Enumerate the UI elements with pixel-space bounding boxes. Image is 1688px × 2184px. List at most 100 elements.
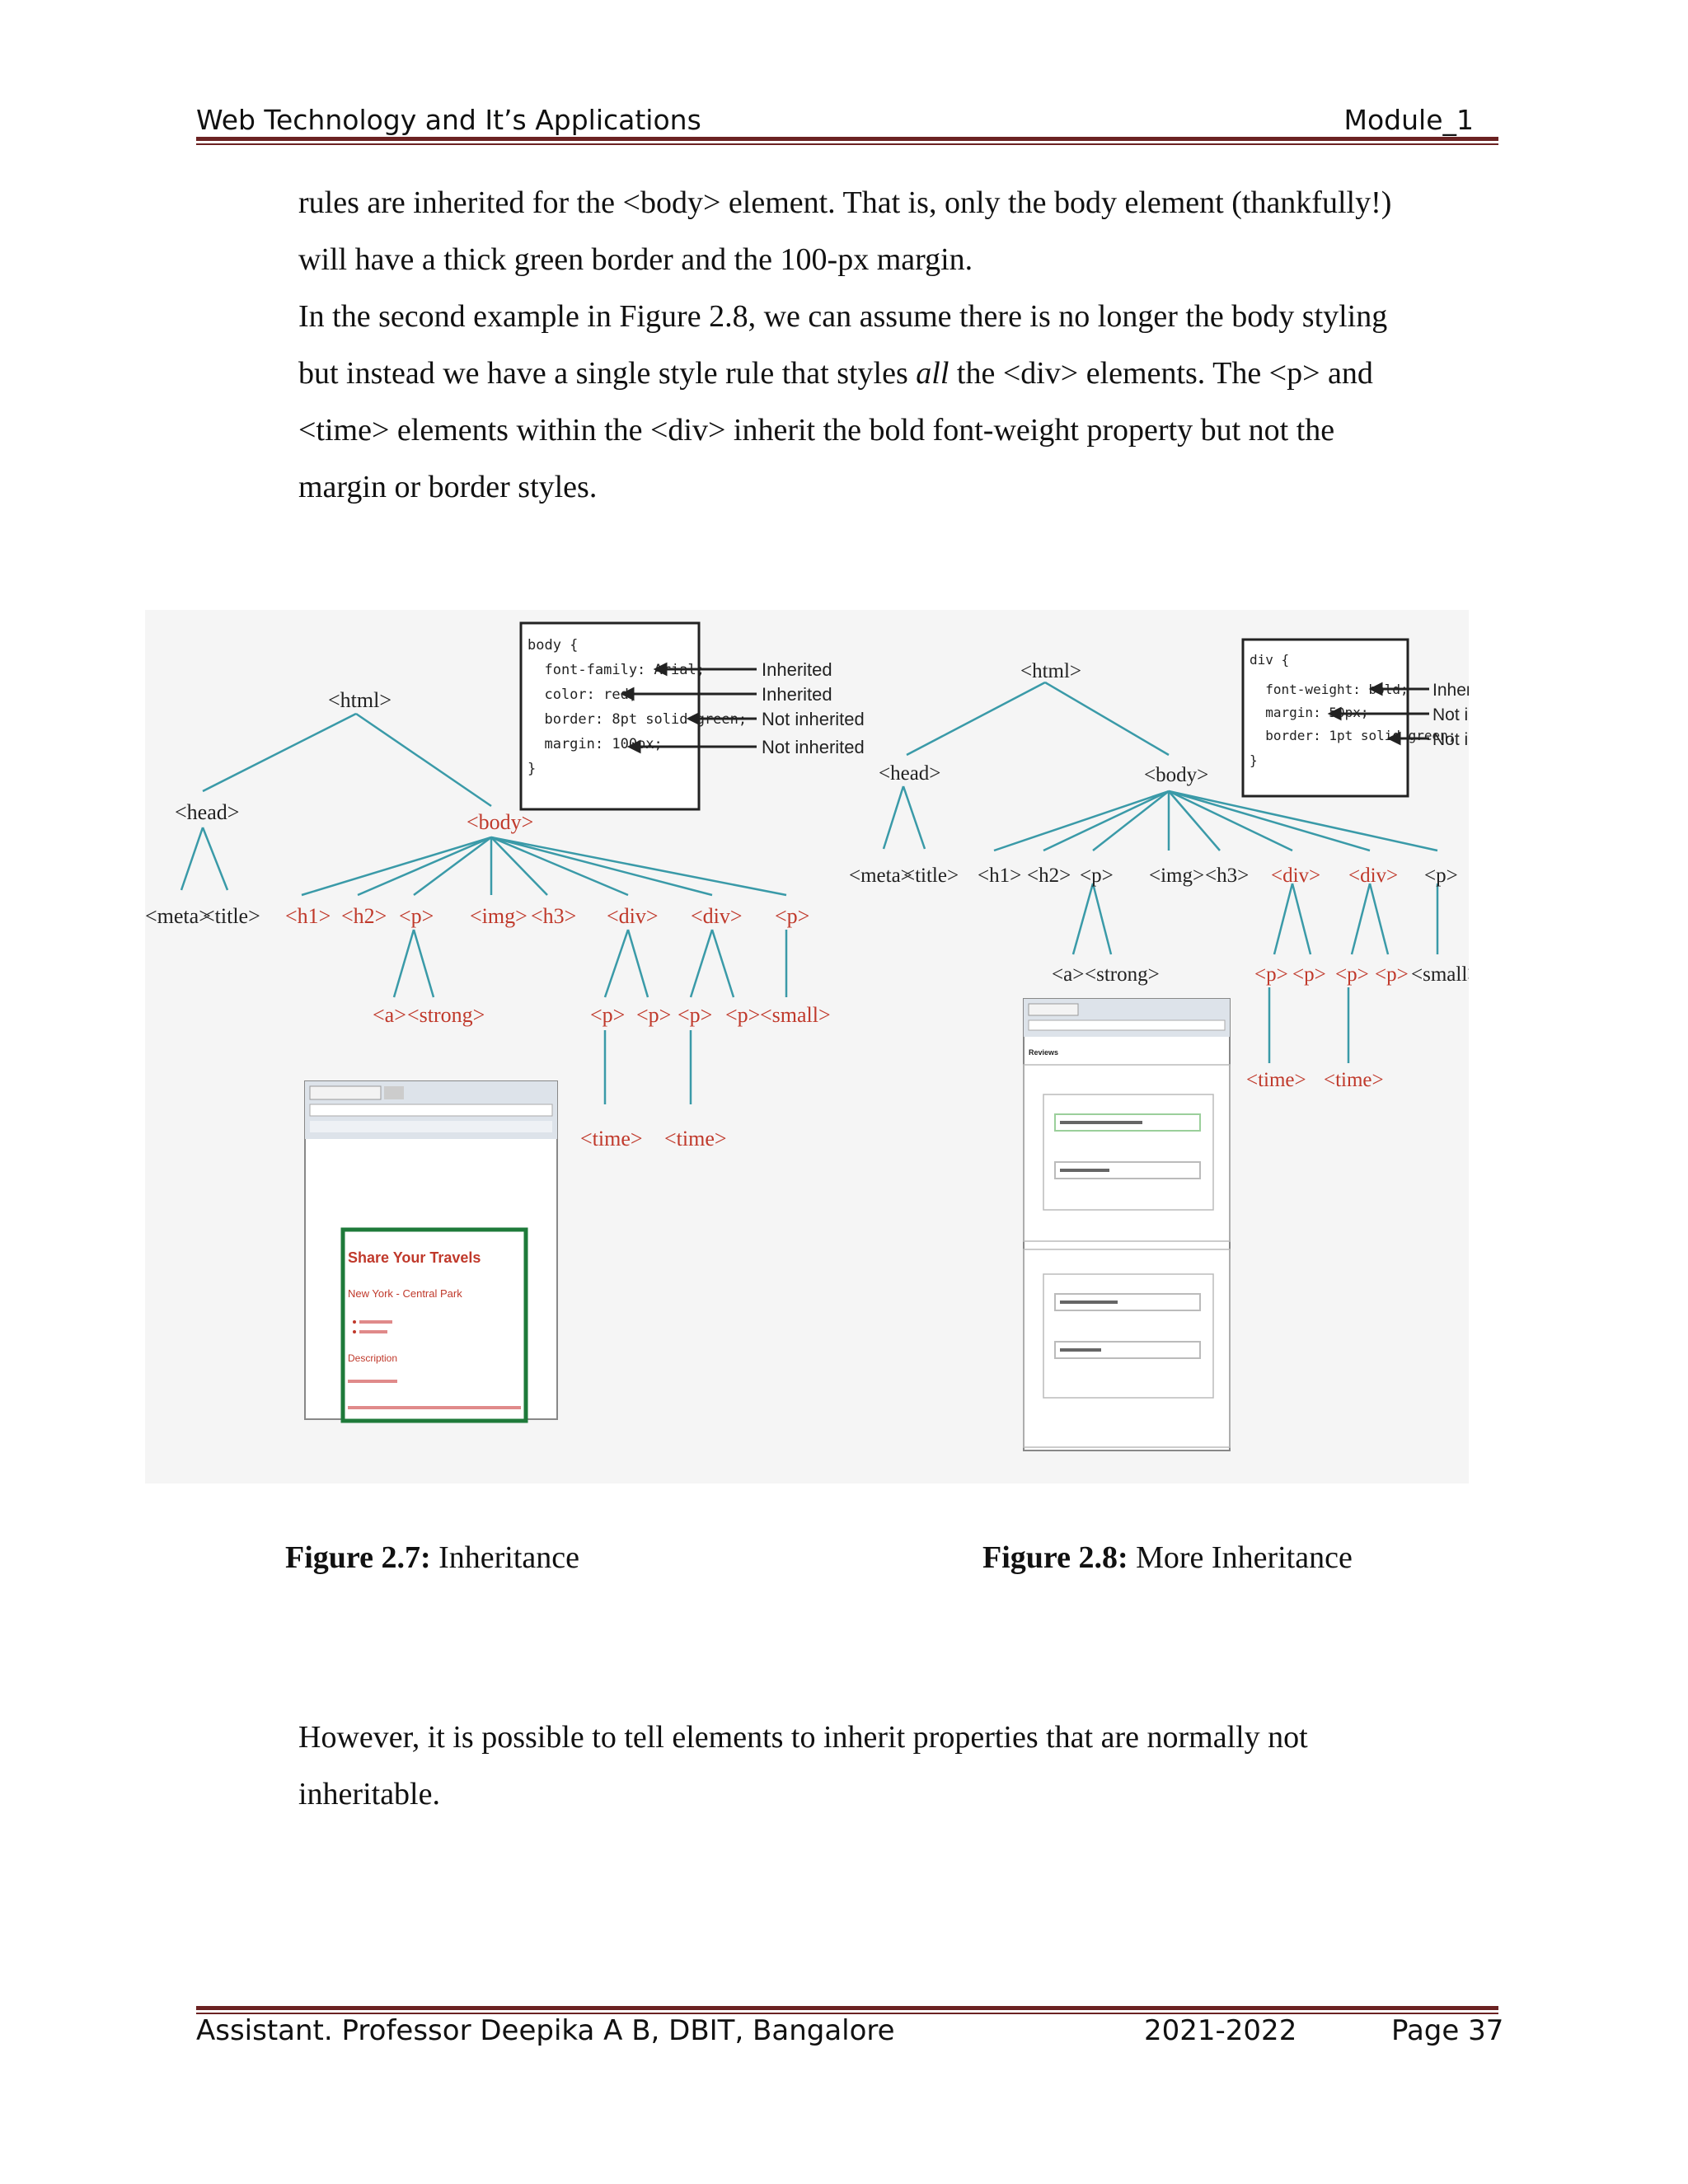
figure-2-7-caption: Figure 2.7: Inheritance <box>285 1540 579 1576</box>
footer-year: 2021-2022 <box>1144 2014 1297 2047</box>
tag-a: <a> <box>373 1003 406 1027</box>
tag-small: <small> <box>1411 963 1469 986</box>
tag-time: <time> <box>1324 1069 1384 1091</box>
tag-small: <small> <box>760 1003 831 1027</box>
tag-p: <p> <box>399 904 434 928</box>
tag-head: <head> <box>175 800 239 824</box>
tag-time: <time> <box>1246 1069 1306 1091</box>
tag-head: <head> <box>879 762 940 785</box>
paragraph-2: In the second example in Figure 2.8, we … <box>298 288 1493 516</box>
tag-p: <p> <box>590 1003 625 1027</box>
fig2-note: Not inherited <box>1432 705 1469 724</box>
fig2-code-line: } <box>1250 752 1258 768</box>
fig2-code-line: border: 1pt solid green; <box>1250 728 1456 743</box>
caption-text: More Inheritance <box>1128 1540 1353 1575</box>
tag-body: <body> <box>1144 764 1208 786</box>
tag-p: <p> <box>678 1003 712 1027</box>
header-module: Module_1 <box>1343 104 1475 136</box>
tag-h3: <h3> <box>1205 865 1249 887</box>
paragraph-line: will have a thick green border and the 1… <box>298 242 973 277</box>
header-rule <box>196 137 1498 141</box>
tag-p: <p> <box>1375 963 1409 986</box>
tag-a: <a> <box>1052 963 1084 986</box>
tag-meta: <meta> <box>145 904 211 928</box>
tag-img: <img> <box>1149 865 1204 887</box>
tag-div: <div> <box>1348 865 1398 887</box>
arrowhead-icon <box>626 739 641 754</box>
tag-p: <p> <box>1335 963 1369 986</box>
arrowhead-icon <box>1368 682 1383 696</box>
emphasis-all: all <box>916 356 950 391</box>
tag-meta: <meta> <box>849 865 912 887</box>
tag-title: <title> <box>203 904 260 928</box>
arrowhead-icon <box>686 711 701 726</box>
tag-div: <div> <box>607 904 659 928</box>
tag-p: <p> <box>1292 963 1326 986</box>
figure-2-8-caption: Figure 2.8: More Inheritance <box>982 1540 1353 1576</box>
tag-h2: <h2> <box>341 904 387 928</box>
tag-html: <html> <box>328 688 392 712</box>
tag-p: <p> <box>725 1003 760 1027</box>
fig2-browser-heading: Reviews <box>1029 1048 1058 1057</box>
text-span: the <div> elements. The <p> and <box>949 356 1373 391</box>
caption-label: Figure 2.8: <box>982 1540 1128 1575</box>
tag-html: <html> <box>1020 660 1081 682</box>
caption-text: Inheritance <box>430 1540 579 1575</box>
paragraph-3: However, it is possible to tell elements… <box>298 1709 1493 1823</box>
fig1-note: Not inherited <box>762 737 865 757</box>
paragraph-line: but instead we have a single style rule … <box>298 345 1493 402</box>
tag-p: <p> <box>1424 865 1458 887</box>
paragraph-line: However, it is possible to tell elements… <box>298 1720 1308 1755</box>
paragraph-line: rules are inherited for the <body> eleme… <box>298 185 1392 220</box>
tag-time: <time> <box>664 1127 727 1151</box>
fig1-code-line: margin: 100px; <box>528 736 663 752</box>
fig1-code-line: } <box>528 761 536 777</box>
fig1-browser-subheading: New York - Central Park <box>348 1287 462 1300</box>
arrowhead-icon <box>653 662 668 677</box>
tag-strong: <strong> <box>1085 963 1160 986</box>
footer-rule <box>196 2006 1498 2010</box>
caption-label: Figure 2.7: <box>285 1540 431 1575</box>
tag-body: <body> <box>467 810 533 834</box>
paragraph-line: <time> elements within the <div> inherit… <box>298 413 1335 448</box>
arrowhead-icon <box>620 687 635 701</box>
tag-p: <p> <box>1254 963 1288 986</box>
tag-p: <p> <box>775 904 809 928</box>
fig1-code-line: border: 8pt solid green; <box>528 711 747 728</box>
fig1-browser-heading: Share Your Travels <box>348 1249 481 1266</box>
tag-img: <img> <box>470 904 528 928</box>
fig1-browser-window: Share Your Travels New York - Central Pa… <box>304 1080 558 1423</box>
fig1-green-border-box <box>340 1227 528 1423</box>
tag-time: <time> <box>580 1127 643 1151</box>
arrowhead-icon <box>1386 731 1401 746</box>
fig1-note: Inherited <box>762 684 832 705</box>
fig2-note: Not inherited <box>1432 730 1469 749</box>
paragraph-1: rules are inherited for the <body> eleme… <box>298 175 1493 288</box>
text-span: but instead we have a single style rule … <box>298 356 917 391</box>
paragraph-line: inheritable. <box>298 1777 440 1811</box>
figures-area: body { font-family: Arial; color: red; b… <box>145 610 1531 1483</box>
tag-title: <title> <box>903 865 959 887</box>
tag-p: <p> <box>636 1003 671 1027</box>
fig1-note: Not inherited <box>762 709 865 729</box>
arrowhead-icon <box>1327 706 1342 721</box>
figures-svg: body { font-family: Arial; color: red; b… <box>145 621 1531 1451</box>
figure-2-8-tree: div { font-weight: bold; margin: 50px; b… <box>849 638 1531 1451</box>
tag-strong: <strong> <box>407 1003 485 1027</box>
header-rule-thin <box>196 143 1498 145</box>
tag-h3: <h3> <box>531 904 576 928</box>
tag-p: <p> <box>1080 865 1114 887</box>
tag-div: <div> <box>1271 865 1320 887</box>
fig1-code-box <box>519 621 701 811</box>
footer-rule-thin <box>196 2013 1498 2014</box>
footer-page-number: Page 37 <box>1391 2014 1504 2047</box>
figure-2-7-tree: body { font-family: Arial; color: red; b… <box>145 621 865 1423</box>
fig2-code-line: font-weight: bold; <box>1250 682 1409 697</box>
fig1-code-line: color: red; <box>528 687 637 703</box>
fig2-note: Inherited <box>1432 681 1469 700</box>
paragraph-line: In the second example in Figure 2.8, we … <box>298 299 1388 334</box>
tag-div: <div> <box>691 904 743 928</box>
fig1-browser-section: Description <box>348 1352 397 1364</box>
tag-h1: <h1> <box>978 865 1021 887</box>
page-header: Web Technology and It’s Applications Mod… <box>196 101 1498 140</box>
